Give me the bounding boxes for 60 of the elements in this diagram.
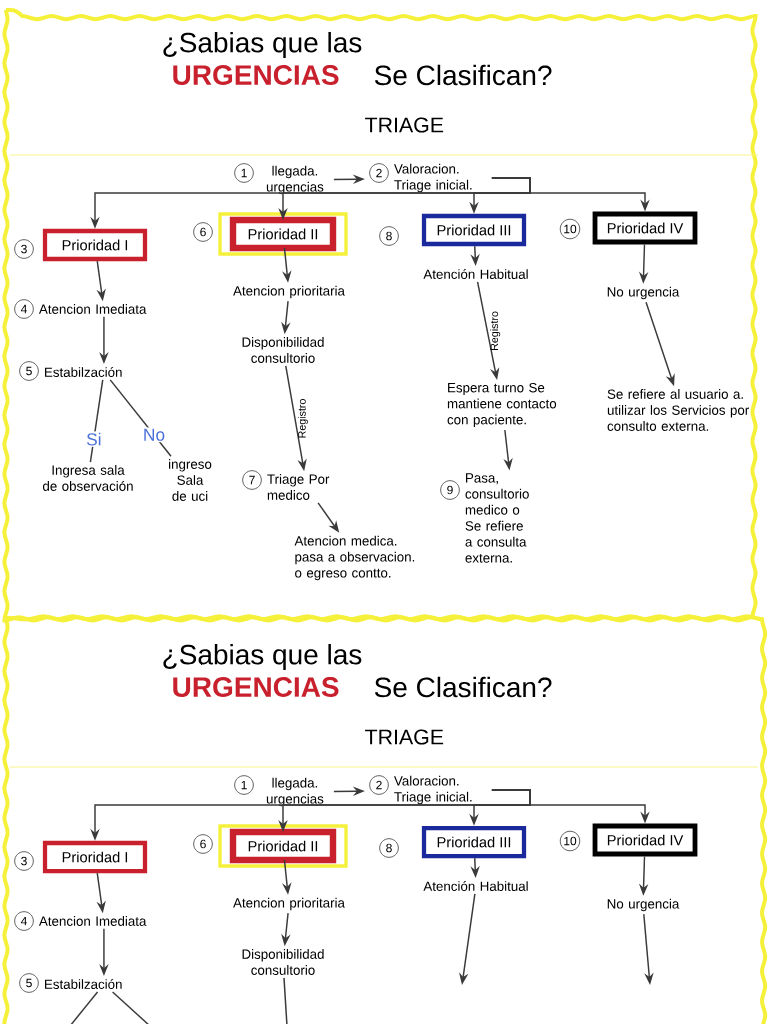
step-text: Disponibilidad consultorio xyxy=(242,949,324,975)
heading-text: URGENCIAS xyxy=(173,677,339,697)
step-number: 3 xyxy=(14,239,34,259)
step-text: Atencion Imediata xyxy=(38,916,147,926)
edge-label: No xyxy=(141,427,167,443)
priority-box: Prioridad II xyxy=(229,216,337,252)
step-number: 7 xyxy=(242,470,262,490)
step-text: Atención Habitual xyxy=(423,881,528,891)
step-text: Ingresa sala de observación xyxy=(43,465,133,491)
priority-box: Prioridad IV xyxy=(592,823,698,857)
step-text: Espera turno Se mantiene contacto con paciente. xyxy=(447,382,557,428)
step-text: No urgencia xyxy=(607,898,680,912)
step-text: Valoracion. Triage inicial. xyxy=(394,775,472,805)
step-text: Triage Por medico xyxy=(267,474,330,500)
step-text: Pasa, consultorio medico o Se refiere a consulta externa. xyxy=(465,473,529,563)
step-number: 4 xyxy=(14,299,34,319)
step-text: Atención Habitual xyxy=(423,269,528,279)
edge-label: Registro xyxy=(297,399,308,438)
step-text: Atencion prioritaria xyxy=(233,897,345,911)
priority-box: Prioridad III xyxy=(421,213,527,247)
priority-box: Prioridad III xyxy=(421,825,527,859)
priority-box: Prioridad I xyxy=(42,228,148,262)
step-text: Disponibilidad consultorio xyxy=(242,337,324,363)
step-number: 10 xyxy=(559,218,581,240)
step-text: No urgencia xyxy=(607,286,680,300)
step-text: Se refiere al usuario a. utilizar los Servicios por consulto externa. xyxy=(607,389,749,431)
step-number: 5 xyxy=(19,361,39,381)
step-text: Atencion Imediata xyxy=(38,304,147,314)
step-text: Atencion prioritaria xyxy=(233,285,345,299)
step-text: Valoracion. Triage inicial. xyxy=(394,163,472,193)
step-text: llegada. urgencias xyxy=(266,777,324,807)
step-number: 3 xyxy=(14,851,34,871)
step-number: 9 xyxy=(440,480,460,500)
step-number: 8 xyxy=(379,838,399,858)
step-number: 8 xyxy=(379,226,399,246)
step-number: 1 xyxy=(234,775,254,795)
step-number: 10 xyxy=(559,830,581,852)
step-text: ingreso Sala de uci xyxy=(169,459,212,501)
step-text: Estabilzación xyxy=(45,979,122,989)
step-number: 2 xyxy=(369,163,389,183)
step-number: 2 xyxy=(369,775,389,795)
heading-text: ¿Sabias que las xyxy=(163,643,362,671)
step-text: llegada. urgencias xyxy=(266,165,324,195)
step-number: 6 xyxy=(193,834,213,854)
heading-text: Se Clasifican? xyxy=(374,676,552,698)
priority-box: Prioridad I xyxy=(42,840,148,874)
priority-box: Prioridad II xyxy=(229,828,337,864)
heading-text: ¿Sabias que las xyxy=(163,31,362,59)
heading-text: TRIAGE xyxy=(365,729,444,745)
step-number: 5 xyxy=(19,973,39,993)
heading-text: Se Clasifican? xyxy=(374,64,552,86)
priority-box: Prioridad IV xyxy=(592,211,698,245)
heading-text: URGENCIAS xyxy=(173,65,339,85)
step-number: 6 xyxy=(193,222,213,242)
step-number: 1 xyxy=(234,163,254,183)
step-text: Estabilzación xyxy=(45,367,122,377)
heading-text: TRIAGE xyxy=(365,117,444,133)
edge-label: Registro xyxy=(490,311,501,350)
step-text: Atencion medica. pasa a observacion. o egreso contto. xyxy=(294,535,415,581)
step-number: 4 xyxy=(14,911,34,931)
